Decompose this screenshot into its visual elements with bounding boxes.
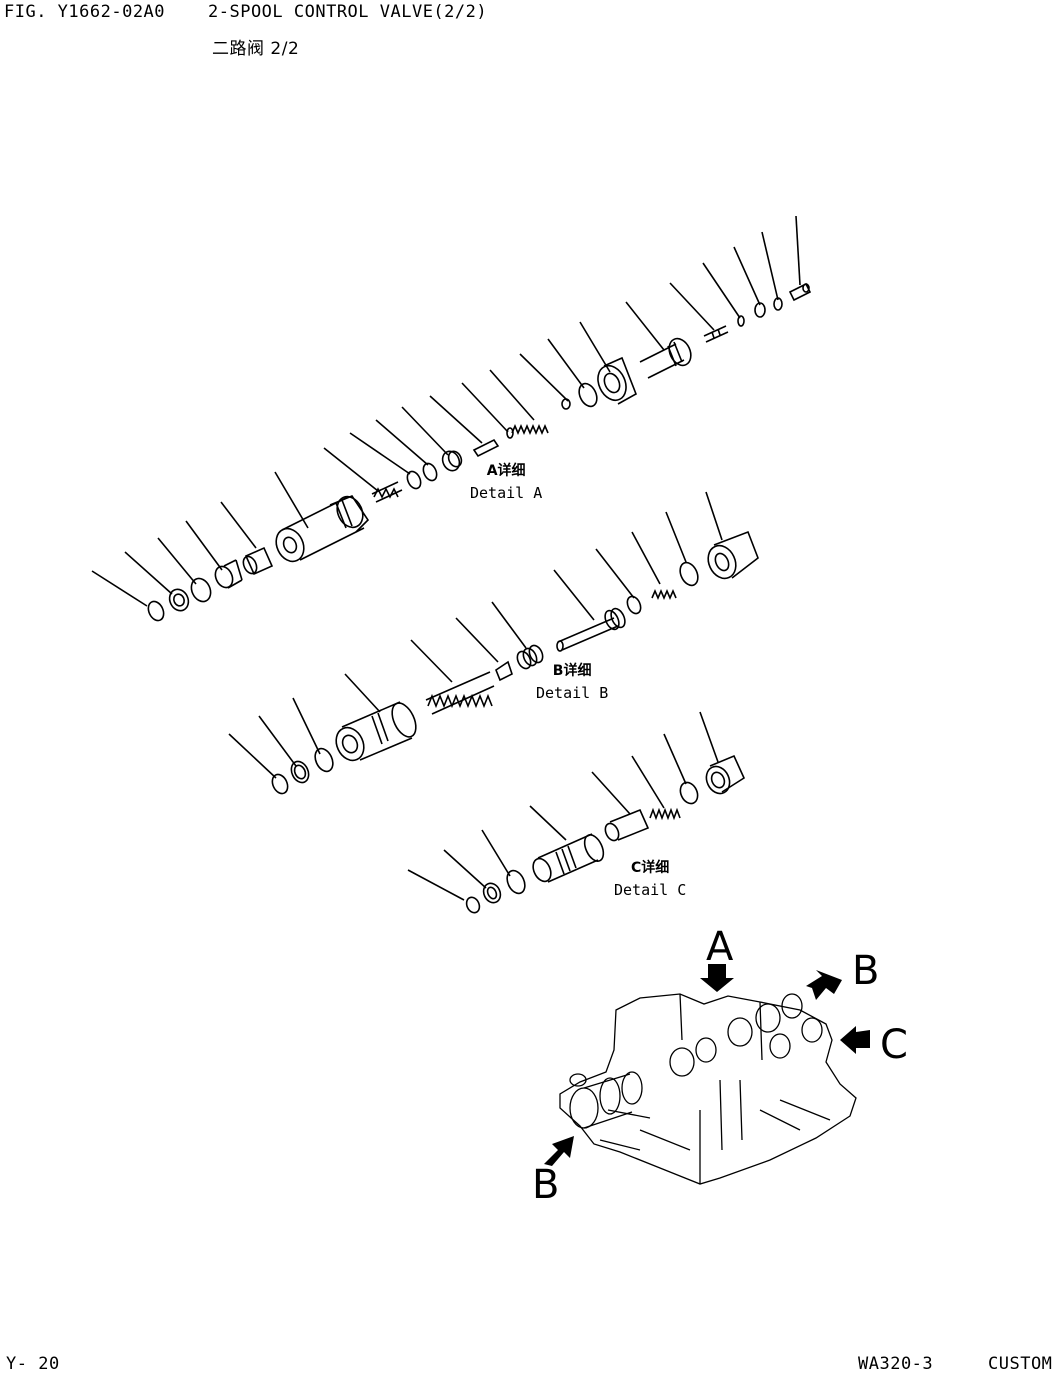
footer-model: WA320-3 [858,1354,934,1374]
detail-b-caption: B详细 Detail B [536,660,608,704]
detail-a-cn: A详细 [486,463,526,479]
detail-a-en: Detail A [470,484,543,502]
detail-a-caption: A详细 Detail A [470,460,542,504]
figure-title: 2-SPOOL CONTROL VALVE(2/2) [208,2,488,22]
footer-page-number: Y- 20 [6,1354,60,1374]
view-label-a: A [706,924,734,970]
valve-body-illustration [559,993,857,1185]
detail-c-parts [407,711,746,914]
detail-b-cn: B详细 [552,663,592,679]
detail-c-caption: C详细 Detail C [614,857,686,901]
view-arrows [544,964,870,1166]
arrow-c-icon [840,1026,870,1054]
arrow-b-top-icon [806,970,842,1000]
view-label-b-top: B [852,948,879,994]
detail-c-en: Detail C [614,881,687,899]
detail-a-parts [91,215,812,622]
detail-b-en: Detail B [536,684,609,702]
figure-subtitle: 二路阀 2/2 [212,39,300,59]
figure-id: FIG. Y1662-02A0 [4,2,166,22]
view-label-b-bottom: B [532,1162,559,1208]
detail-c-cn: C详细 [630,860,670,876]
view-label-c: C [880,1022,908,1068]
footer-custom: CUSTOM [988,1354,1053,1374]
view-labels: A B C B [532,924,908,1208]
arrow-b-bottom-icon [544,1136,574,1166]
arrow-a-icon [700,964,734,992]
detail-b-parts [228,491,759,795]
